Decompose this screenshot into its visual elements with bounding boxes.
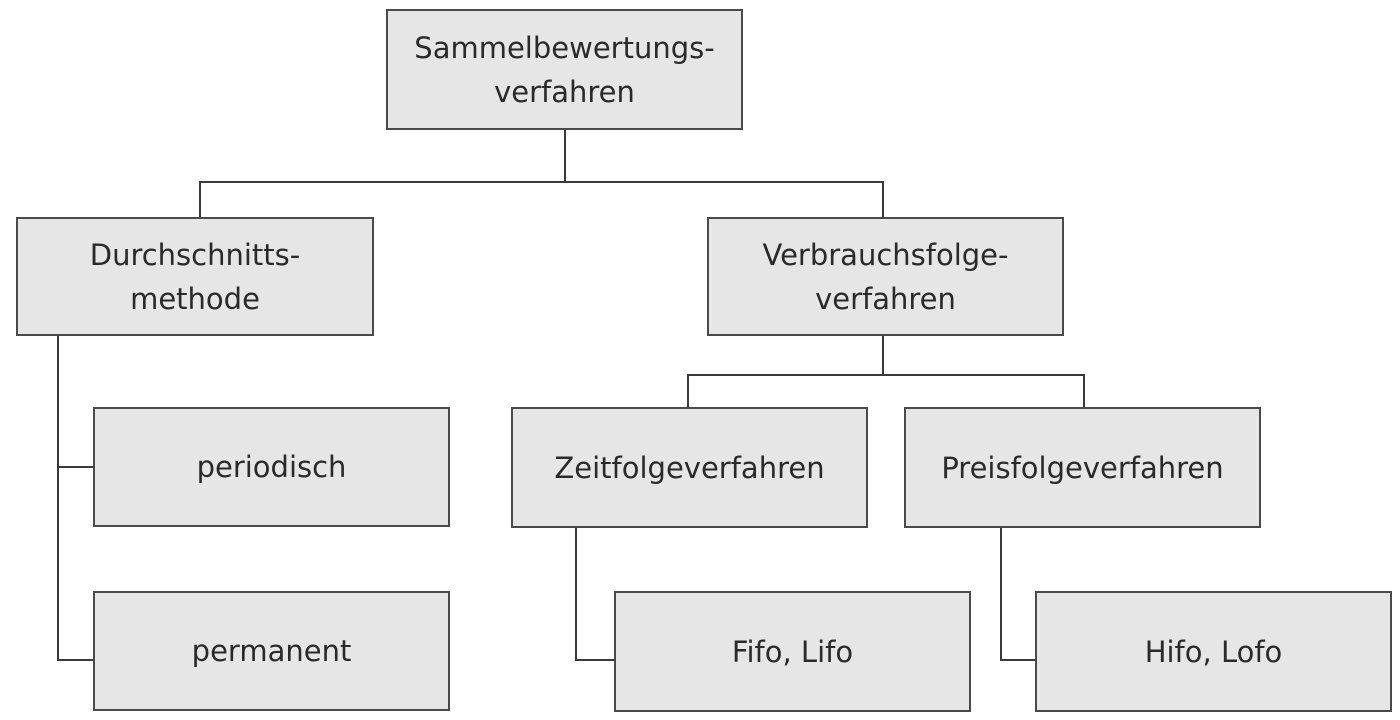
connector-to-fifo-lifo	[575, 659, 616, 661]
connector-to-average-method	[199, 181, 201, 218]
connector-to-price-sequence	[1083, 374, 1085, 409]
node-average-method: Durchschnitts- methode	[16, 217, 374, 336]
node-consumption-sequence: Verbrauchsfolge- verfahren	[707, 217, 1064, 336]
node-consumption-sequence-line2: verfahren	[815, 281, 956, 316]
connector-to-consumption-sequence	[882, 181, 884, 218]
node-average-method-line2: methode	[130, 281, 260, 316]
node-permanent-label: permanent	[191, 634, 352, 668]
node-average-method-line1: Durchschnitts-	[89, 237, 301, 272]
node-periodic: periodisch	[93, 407, 450, 527]
connector-time-sequence-down	[575, 527, 577, 661]
node-fifo-lifo-label: Fifo, Lifo	[731, 634, 854, 669]
node-consumption-sequence-line1: Verbrauchsfolge-	[762, 237, 1009, 272]
connector-level1-bar	[199, 181, 884, 183]
connector-to-hifo-lofo	[1000, 659, 1037, 661]
connector-to-periodic	[57, 466, 95, 468]
connector-consumption-down	[882, 334, 884, 376]
connector-price-sequence-down	[1000, 527, 1002, 661]
node-price-sequence-label: Preisfolgeverfahren	[941, 450, 1224, 485]
node-fifo-lifo: Fifo, Lifo	[614, 591, 971, 712]
node-hifo-lofo: Hifo, Lofo	[1035, 591, 1392, 712]
node-root-line2: verfahren	[494, 74, 635, 109]
connector-to-permanent	[57, 659, 95, 661]
connector-level2-bar	[687, 374, 1085, 376]
connector-root-down	[564, 129, 566, 183]
node-time-sequence-label: Zeitfolgeverfahren	[554, 450, 825, 485]
node-permanent: permanent	[93, 591, 450, 711]
node-root-line1: Sammelbewertungs-	[414, 30, 715, 65]
node-periodic-label: periodisch	[196, 450, 347, 484]
node-price-sequence: Preisfolgeverfahren	[904, 407, 1261, 528]
node-time-sequence: Zeitfolgeverfahren	[511, 407, 868, 528]
node-hifo-lofo-label: Hifo, Lofo	[1144, 634, 1283, 669]
connector-to-time-sequence	[687, 374, 689, 409]
connector-average-method-down	[57, 335, 59, 661]
node-root: Sammelbewertungs- verfahren	[386, 9, 743, 130]
